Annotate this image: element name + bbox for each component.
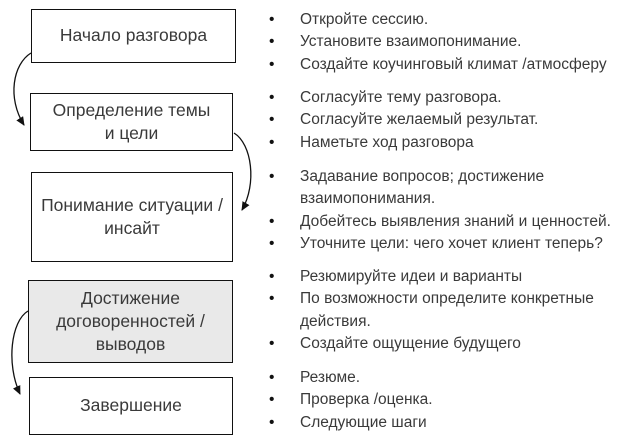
list-item: • Резюме.: [265, 367, 621, 389]
bullet-icon: •: [269, 335, 275, 353]
stage-box-conversation-start: Начало разговора: [31, 9, 236, 63]
stage-box-situation-insight: Понимание ситуации / инсайт: [31, 172, 233, 262]
list-item: • Согласуйте тему разговора.: [265, 87, 621, 109]
list-item: • Откройте сессию.: [265, 9, 621, 31]
list-item-text: Наметьте ход разговора: [300, 133, 474, 151]
bullet-icon: •: [269, 133, 275, 151]
list-item: • Создайте ощущение будущего: [265, 333, 621, 355]
list-item-text: Проверка /оценка.: [300, 391, 433, 409]
bullet-icon: •: [269, 235, 275, 253]
bullet-group-situation-insight: • Задавание вопросов; достижение взаимоп…: [265, 166, 621, 256]
arrow-stage2-to-stage3-icon: [233, 132, 252, 211]
bullet-icon: •: [269, 89, 275, 106]
list-item: • Согласуйте желаемый результат.: [265, 109, 621, 131]
list-item: • Добейтесь выявления знаний и ценностей…: [265, 211, 621, 233]
list-item: • Установите взаимопонимание.: [265, 31, 621, 53]
arrow-stage1-to-stage2-icon: [13, 52, 32, 126]
bullet-icon: •: [269, 369, 275, 386]
bullet-icon: •: [269, 33, 275, 51]
list-item: • Уточните цели: чего хочет клиент тепер…: [265, 233, 621, 255]
bullet-icon: •: [269, 55, 275, 73]
bullet-icon: •: [269, 413, 275, 431]
list-item-text: Откройте сессию.: [300, 11, 429, 28]
bullet-group-completion: • Резюме. • Проверка /оценка. • Следующи…: [265, 367, 621, 434]
list-item-text: Резюмируйте идеи и варианты: [300, 268, 523, 285]
bullet-icon: •: [269, 11, 275, 28]
bullet-icon: •: [269, 391, 275, 409]
list-item: • Резюмируйте идеи и варианты: [265, 266, 621, 288]
list-item-text: Задавание вопросов; достижение взаимопон…: [300, 168, 545, 208]
bullet-icon: •: [269, 290, 275, 308]
list-item-text: Установите взаимопонимание.: [300, 33, 522, 51]
list-item-text: Согласуйте тему разговора.: [300, 89, 502, 106]
list-item-text: Добейтесь выявления знаний и ценностей.: [300, 212, 611, 230]
list-item-text: Создайте коучинговый климат /атмосферу: [300, 55, 607, 73]
stage-box-completion: Завершение: [29, 377, 233, 435]
list-item: • По возможности определите конкретные д…: [265, 288, 621, 333]
stage-box-agreements-conclusions: Достижение договоренностей / выводов: [28, 280, 233, 363]
bullet-icon: •: [269, 268, 275, 285]
list-item: • Создайте коучинговый климат /атмосферу: [265, 54, 621, 76]
list-item-text: Создайте ощущение будущего: [300, 335, 521, 353]
list-item-text: Резюме.: [300, 369, 361, 386]
list-item-text: Согласуйте желаемый результат.: [300, 111, 539, 129]
bullet-group-conversation-start: • Откройте сессию. • Установите взаимопо…: [265, 9, 621, 76]
list-item-text: По возможности определите конкретные дей…: [300, 290, 594, 330]
bullet-icon: •: [269, 111, 275, 129]
bullet-icon: •: [269, 168, 275, 185]
list-item: • Задавание вопросов; достижение взаимоп…: [265, 166, 621, 211]
bullet-group-topic-and-goal: • Согласуйте тему разговора. • Согласуйт…: [265, 87, 621, 154]
list-item-text: Следующие шаги: [300, 413, 427, 431]
list-item: • Проверка /оценка.: [265, 389, 621, 411]
list-item: • Следующие шаги: [265, 412, 621, 434]
arrow-stage4-to-stage5-icon: [11, 310, 29, 395]
stage-box-topic-and-goal: Определение темы и цели: [30, 93, 233, 151]
bullet-group-agreements-conclusions: • Резюмируйте идеи и варианты • По возмо…: [265, 266, 621, 356]
list-item: • Наметьте ход разговора: [265, 132, 621, 154]
bullet-icon: •: [269, 212, 275, 230]
list-item-text: Уточните цели: чего хочет клиент теперь?: [300, 235, 603, 253]
